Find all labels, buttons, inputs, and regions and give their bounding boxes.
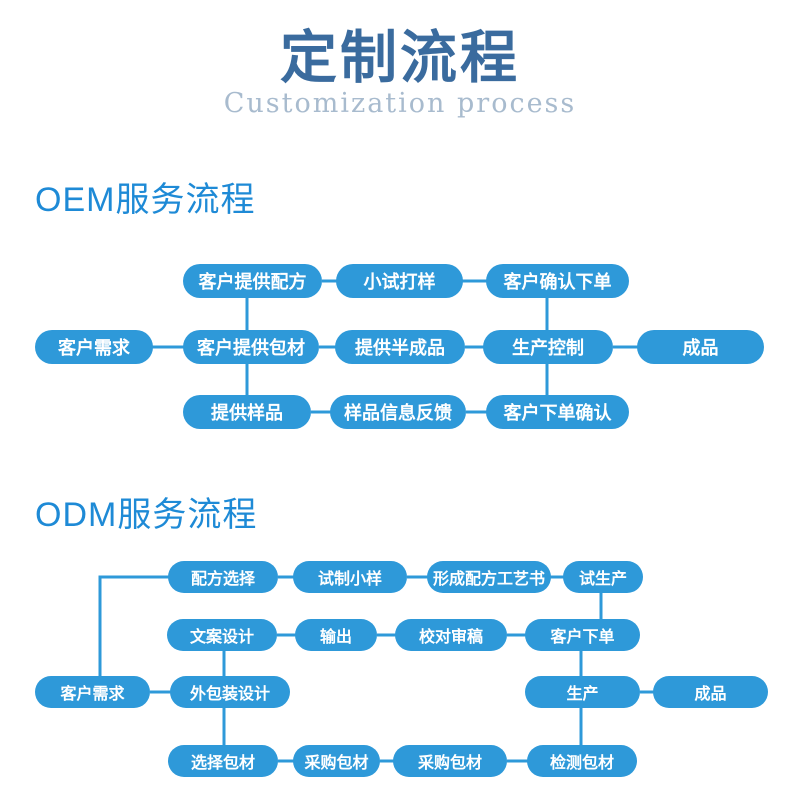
odm-node-outer-packaging-design: 外包装设计 — [170, 676, 290, 708]
odm-node-output: 输出 — [295, 619, 377, 651]
odm-node-formula-selection: 配方选择 — [168, 561, 278, 593]
oem-node-semi-finished-product: 提供半成品 — [335, 330, 465, 364]
odm-node-inspect-packaging: 检测包材 — [527, 745, 637, 777]
odm-node-customer-places-order: 客户下单 — [525, 619, 640, 651]
oem-node-customer-order-confirmation: 客户下单确认 — [486, 395, 629, 429]
odm-node-proofreading-review: 校对审稿 — [395, 619, 507, 651]
odm-node-formula-process-document: 形成配方工艺书 — [427, 561, 551, 593]
odm-node-purchase-packaging-1: 采购包材 — [293, 745, 380, 777]
page-subtitle: Customization process — [223, 88, 577, 119]
odm-section-heading: ODM服务流程 — [35, 496, 258, 534]
oem-node-customer-provides-packaging: 客户提供包材 — [183, 330, 319, 364]
oem-node-customer-provides-formula: 客户提供配方 — [183, 264, 322, 298]
page-title: 定制流程 — [280, 24, 520, 91]
odm-node-production: 生产 — [525, 676, 640, 708]
odm-node-purchase-packaging-2: 采购包材 — [393, 745, 507, 777]
odm-node-finished-product: 成品 — [653, 676, 768, 708]
oem-node-sample-info-feedback: 样品信息反馈 — [330, 395, 466, 429]
oem-node-trial-sample: 小试打样 — [336, 264, 463, 298]
oem-node-customer-needs: 客户需求 — [35, 330, 153, 364]
odm-node-trial-small-sample: 试制小样 — [293, 561, 407, 593]
odm-node-copy-design: 文案设计 — [167, 619, 277, 651]
oem-node-customer-confirms-order: 客户确认下单 — [486, 264, 629, 298]
odm-node-customer-needs: 客户需求 — [35, 676, 150, 708]
oem-node-production-control: 生产控制 — [483, 330, 613, 364]
oem-node-provide-sample: 提供样品 — [183, 395, 311, 429]
odm-node-select-packaging: 选择包材 — [168, 745, 278, 777]
oem-node-finished-product: 成品 — [637, 330, 764, 364]
odm-node-trial-production: 试生产 — [563, 561, 643, 593]
oem-section-heading: OEM服务流程 — [35, 181, 256, 219]
